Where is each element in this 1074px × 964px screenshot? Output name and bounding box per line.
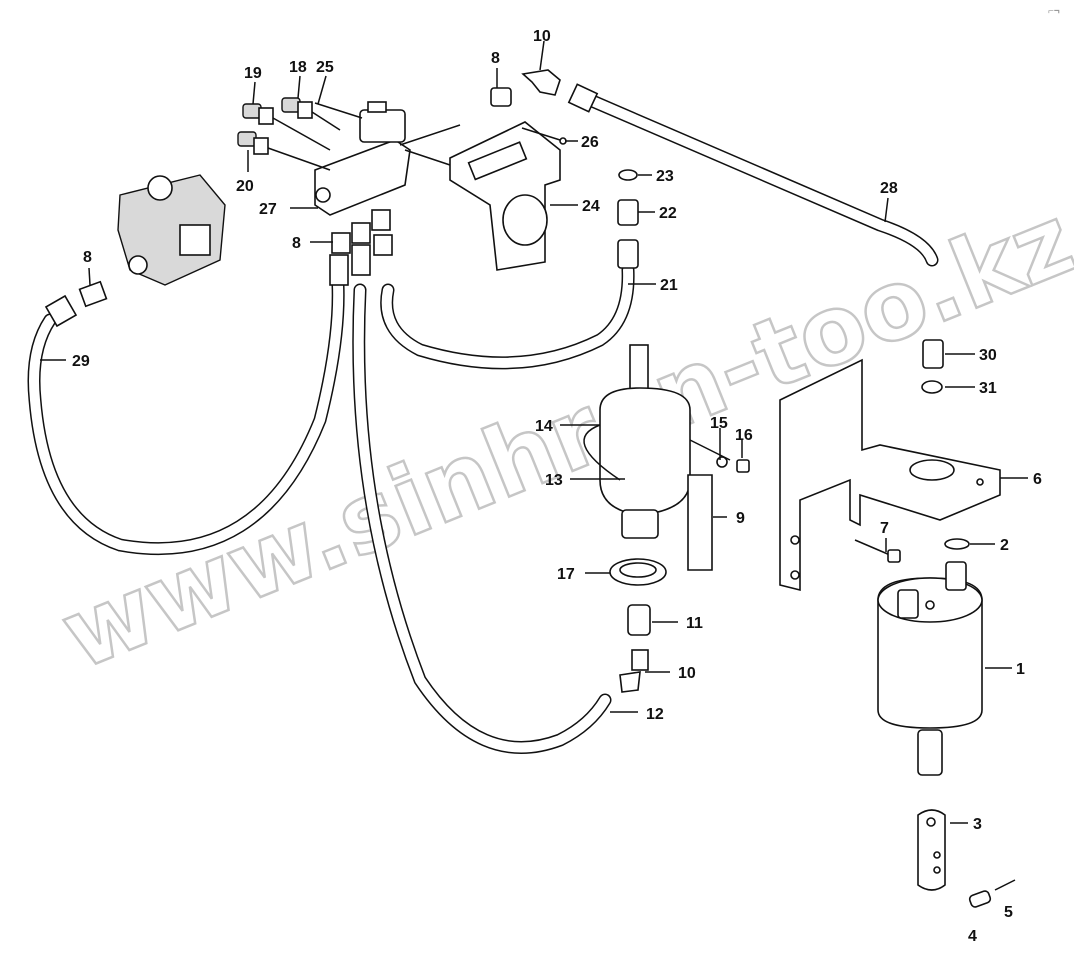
cotter-5 bbox=[994, 879, 1016, 891]
ring-23 bbox=[618, 169, 638, 181]
elbow-10-top bbox=[521, 69, 599, 113]
plate-9 bbox=[687, 474, 713, 571]
callout-4: 4 bbox=[968, 928, 977, 945]
callout-8-left: 8 bbox=[83, 249, 92, 266]
fitting-22 bbox=[617, 199, 639, 269]
nut-16 bbox=[736, 459, 750, 473]
callout-28: 28 bbox=[880, 180, 898, 197]
callout-13: 13 bbox=[545, 472, 563, 489]
callout-8-block: 8 bbox=[292, 235, 301, 252]
callout-26: 26 bbox=[581, 134, 599, 151]
callout-30: 30 bbox=[979, 347, 997, 364]
callout-17: 17 bbox=[557, 566, 575, 583]
callout-21: 21 bbox=[660, 277, 678, 294]
relay-valve bbox=[117, 174, 226, 286]
callout-9: 9 bbox=[736, 510, 745, 527]
screw-25 bbox=[314, 102, 363, 119]
callout-23: 23 bbox=[656, 168, 674, 185]
bracket-6 bbox=[779, 358, 1001, 592]
screw-7 bbox=[854, 539, 901, 563]
sensor-18 bbox=[281, 97, 341, 131]
callout-6: 6 bbox=[1033, 471, 1042, 488]
callout-29: 29 bbox=[72, 353, 90, 370]
callout-24: 24 bbox=[582, 198, 600, 215]
callout-11: 11 bbox=[686, 615, 703, 632]
callouts: 1 2 3 4 5 6 7 8 8 8 9 10 10 11 12 13 14 … bbox=[72, 28, 1042, 945]
washer-2 bbox=[944, 538, 970, 550]
sensor-19 bbox=[242, 103, 331, 151]
fittings-8-block bbox=[329, 209, 393, 286]
fitting-30 bbox=[922, 339, 944, 369]
callout-8-top: 8 bbox=[491, 50, 500, 67]
callout-27: 27 bbox=[259, 201, 277, 218]
ring-31 bbox=[921, 380, 943, 394]
callout-31: 31 bbox=[979, 380, 997, 397]
fitting-8-left bbox=[44, 280, 108, 328]
clamp-ring-17 bbox=[609, 558, 667, 586]
callout-10-top: 10 bbox=[533, 28, 551, 45]
callout-12: 12 bbox=[646, 706, 664, 723]
air-tank bbox=[877, 561, 983, 776]
hose-12 bbox=[352, 283, 612, 754]
callout-16: 16 bbox=[735, 427, 753, 444]
callout-1: 1 bbox=[1016, 661, 1025, 678]
callout-2: 2 bbox=[1000, 537, 1009, 554]
callout-7: 7 bbox=[880, 520, 889, 537]
hose-21 bbox=[380, 263, 635, 370]
callout-25: 25 bbox=[316, 59, 334, 76]
hose-29 bbox=[27, 278, 345, 555]
corner-mark: ⌐¬ bbox=[1048, 6, 1060, 17]
accumulator bbox=[583, 344, 691, 539]
drain-link-3 bbox=[917, 809, 946, 891]
callout-20: 20 bbox=[236, 178, 254, 195]
callout-18: 18 bbox=[289, 59, 307, 76]
solenoid-valve bbox=[359, 101, 406, 143]
callout-5: 5 bbox=[1004, 904, 1013, 921]
fitting-8-top bbox=[490, 87, 512, 107]
pin-4 bbox=[968, 890, 992, 908]
callout-15: 15 bbox=[710, 415, 728, 432]
hose-28 bbox=[583, 93, 939, 267]
callout-19: 19 bbox=[244, 65, 262, 82]
adapter-11 bbox=[627, 604, 651, 636]
leader-lines bbox=[40, 40, 1028, 824]
bracket-24 bbox=[449, 121, 561, 271]
fitting-10-bottom bbox=[619, 649, 649, 693]
callout-14: 14 bbox=[535, 418, 553, 435]
callout-10-bottom: 10 bbox=[678, 665, 696, 682]
sensor-20 bbox=[237, 131, 331, 171]
callout-22: 22 bbox=[659, 205, 677, 222]
callout-3: 3 bbox=[973, 816, 982, 833]
